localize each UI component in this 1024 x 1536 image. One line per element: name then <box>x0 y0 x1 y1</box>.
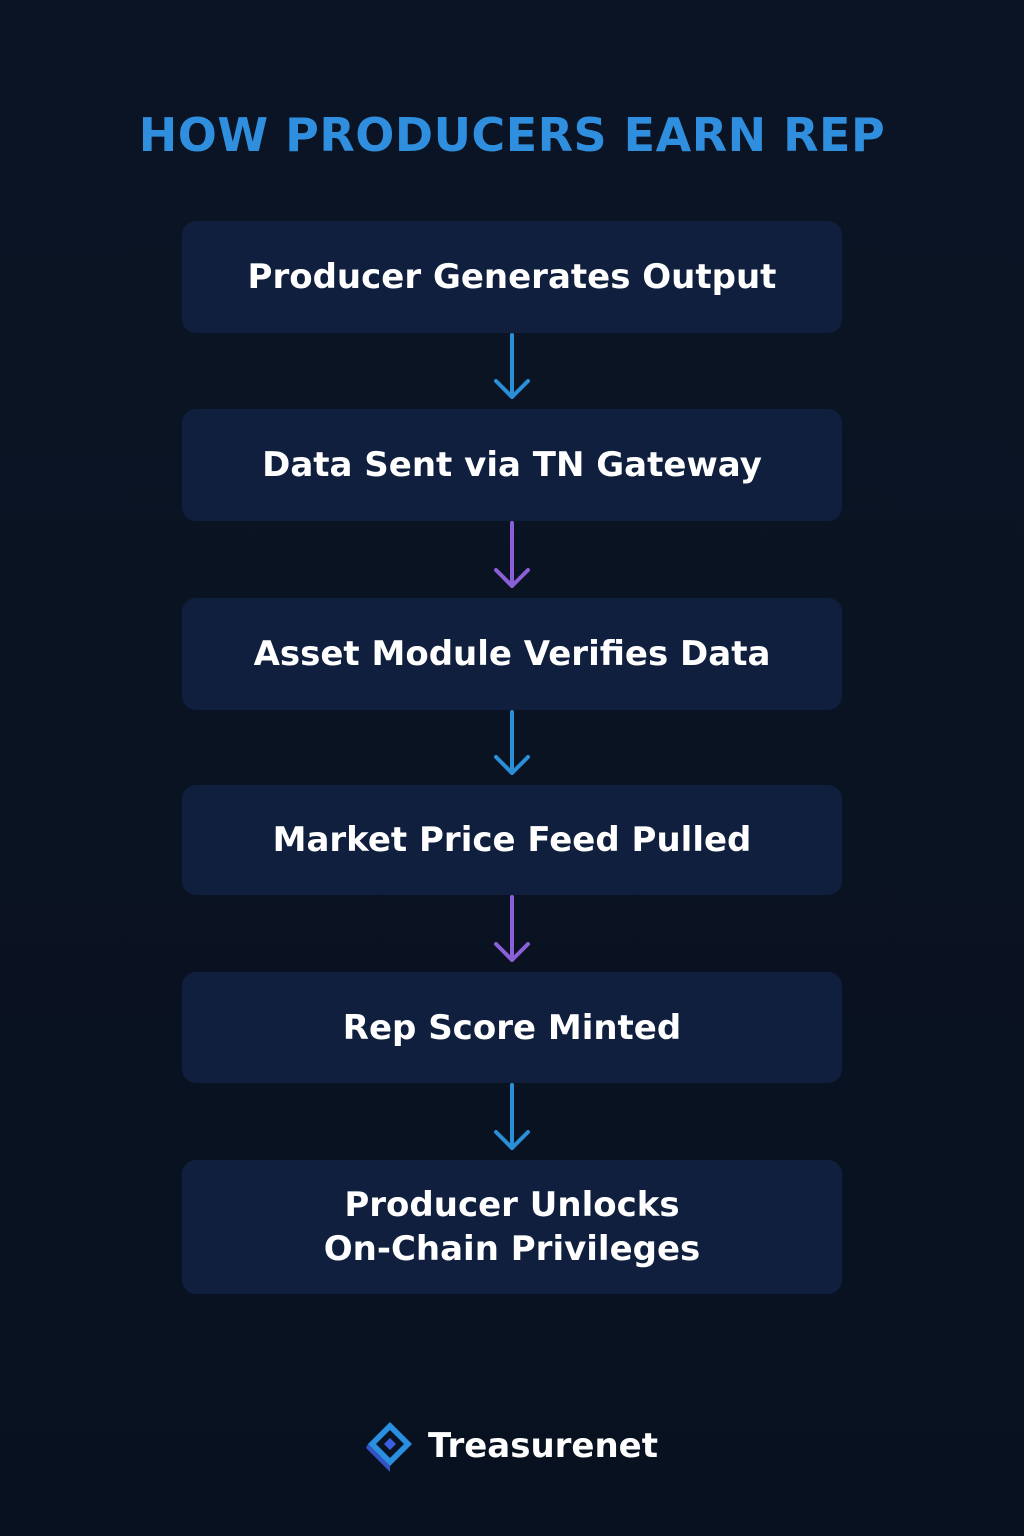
arrow-down-icon <box>494 895 530 962</box>
arrow-down-icon <box>494 333 530 399</box>
flow-step: Producer Generates Output <box>182 221 842 333</box>
arrow-down-icon <box>494 1083 530 1150</box>
brand-logo: Treasurenet <box>0 1418 1024 1474</box>
flow-step: Data Sent via TN Gateway <box>182 409 842 521</box>
arrow-down-icon <box>494 710 530 775</box>
flow-step-label: Producer Generates Output <box>247 257 777 297</box>
flow-step: Market Price Feed Pulled <box>182 785 842 895</box>
arrow-down-icon <box>494 521 530 588</box>
flow-step-label: Asset Module Verifies Data <box>253 634 771 674</box>
flow-step: Producer Unlocks On-Chain Privileges <box>182 1160 842 1294</box>
flow-step-label: Producer Unlocks On-Chain Privileges <box>323 1185 701 1269</box>
flow-step: Asset Module Verifies Data <box>182 598 842 710</box>
diamond-logo-icon <box>365 1422 412 1472</box>
brand-name: Treasurenet <box>427 1426 658 1466</box>
flow-step-label: Rep Score Minted <box>342 1007 682 1048</box>
diagram-title: HOW PRODUCERS EARN REP <box>138 108 886 162</box>
flow-step: Rep Score Minted <box>182 972 842 1083</box>
flow-step-label: Market Price Feed Pulled <box>272 820 752 860</box>
flow-step-label: Data Sent via TN Gateway <box>262 445 762 485</box>
